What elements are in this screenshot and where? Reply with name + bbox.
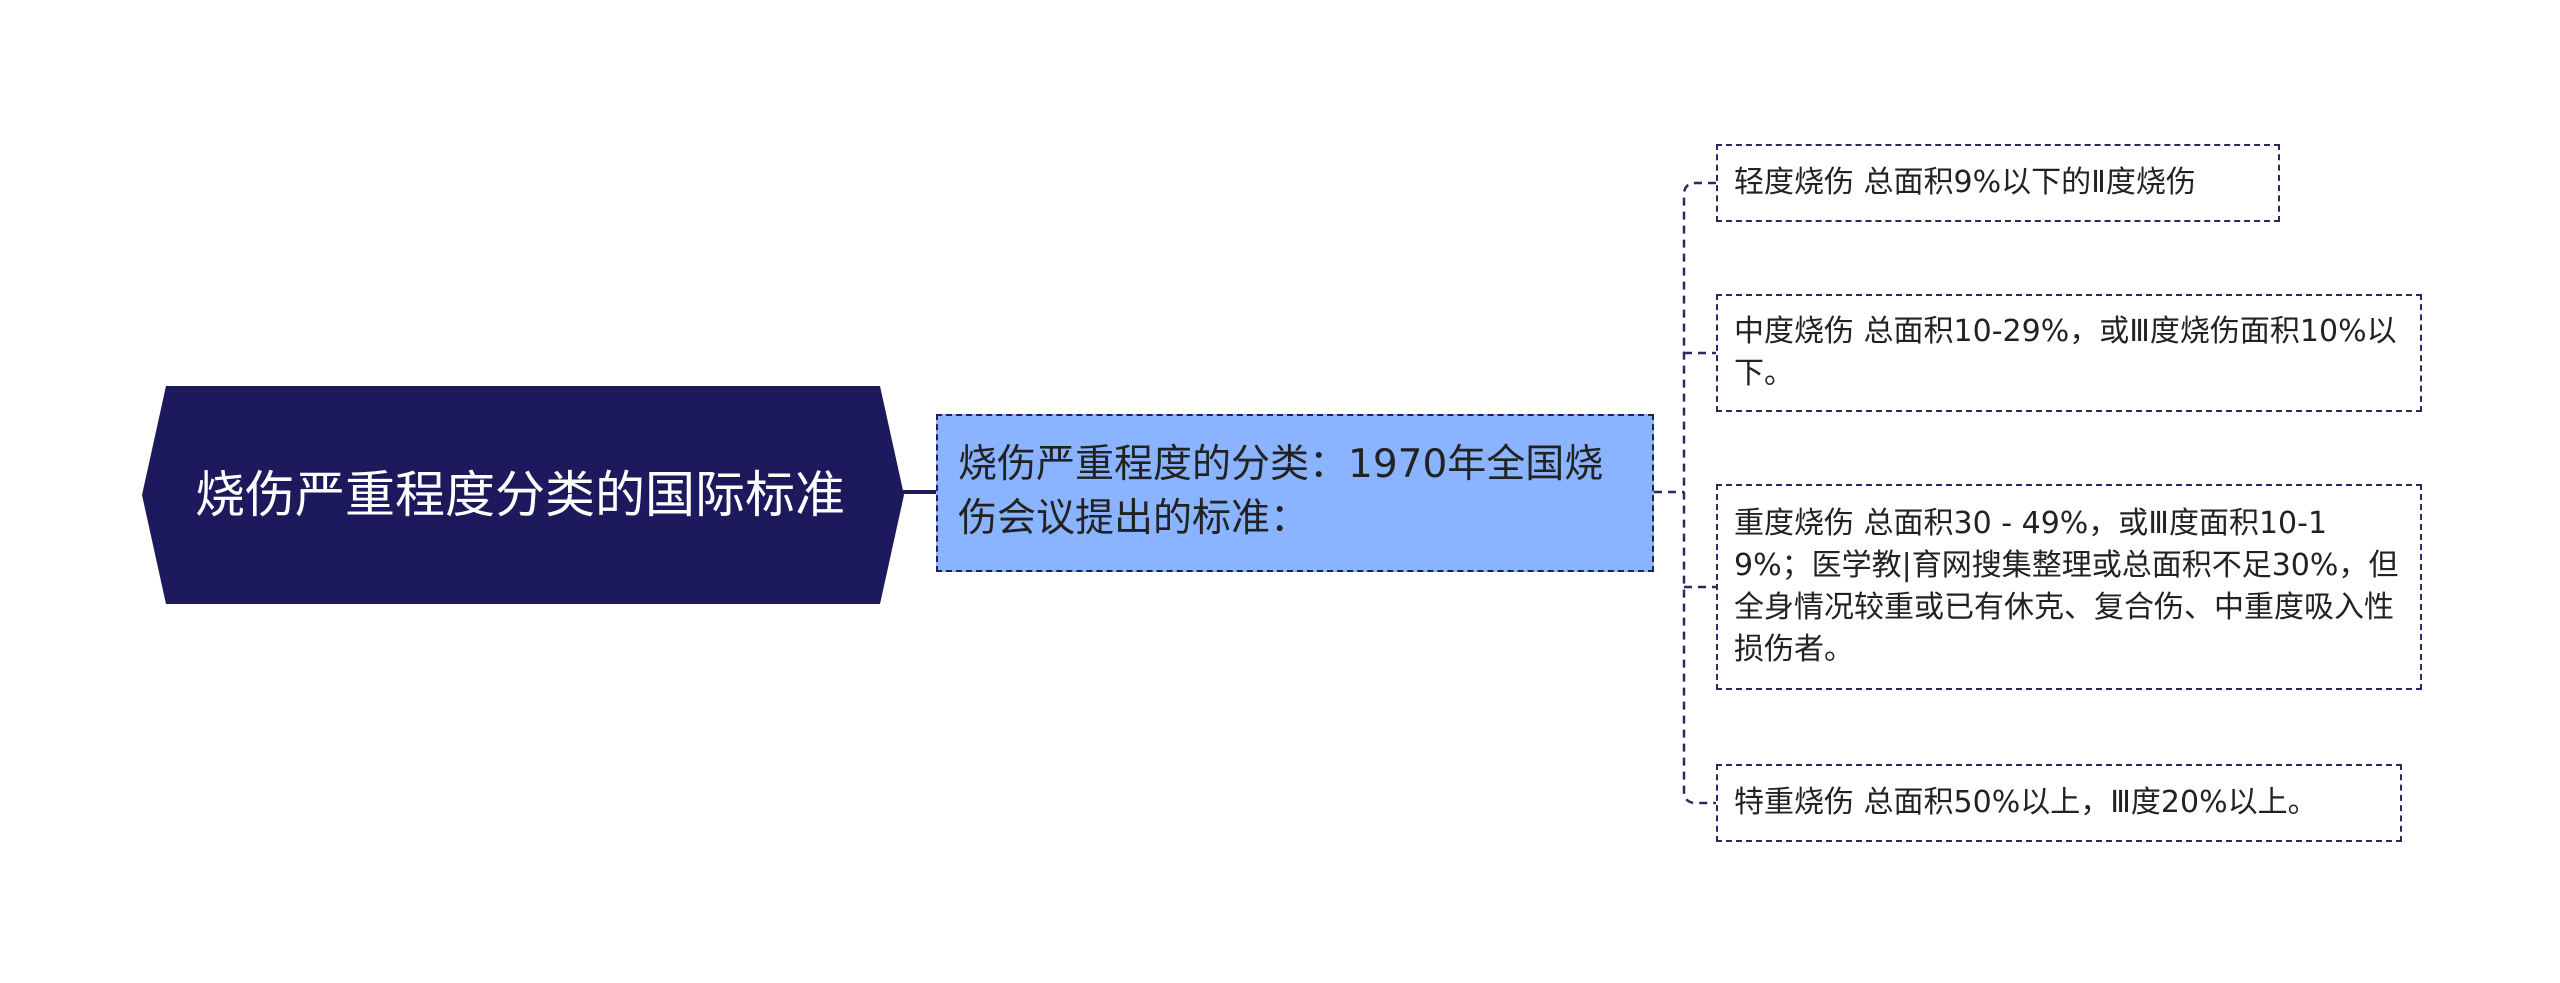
root-node-label: 烧伤严重程度分类的国际标准: [195, 466, 845, 524]
leaf-label: 轻度烧伤 总面积9%以下的Ⅱ度烧伤: [1734, 165, 2196, 200]
middle-node: 烧伤严重程度的分类：1970年全国烧伤会议提出的标准：: [936, 414, 1654, 572]
root-node-shape: [142, 386, 904, 604]
leaf-label: 中度烧伤 总面积10-29%，或Ⅲ度烧伤面积10%以下。: [1734, 314, 2397, 391]
leaf-label: 特重烧伤 总面积50%以上，Ⅲ度20%以上。: [1734, 785, 2318, 820]
leaf-node-moderate: 中度烧伤 总面积10-29%，或Ⅲ度烧伤面积10%以下。: [1716, 294, 2422, 412]
leaf-label: 重度烧伤 总面积30 - 49%，或Ⅲ度面积10-19%；医学教|育网搜集整理或…: [1734, 506, 2399, 667]
leaf-node-severe: 重度烧伤 总面积30 - 49%，或Ⅲ度面积10-19%；医学教|育网搜集整理或…: [1716, 484, 2422, 690]
leaf-node-mild: 轻度烧伤 总面积9%以下的Ⅱ度烧伤: [1716, 144, 2280, 222]
leaf-node-critical: 特重烧伤 总面积50%以上，Ⅲ度20%以上。: [1716, 764, 2402, 842]
